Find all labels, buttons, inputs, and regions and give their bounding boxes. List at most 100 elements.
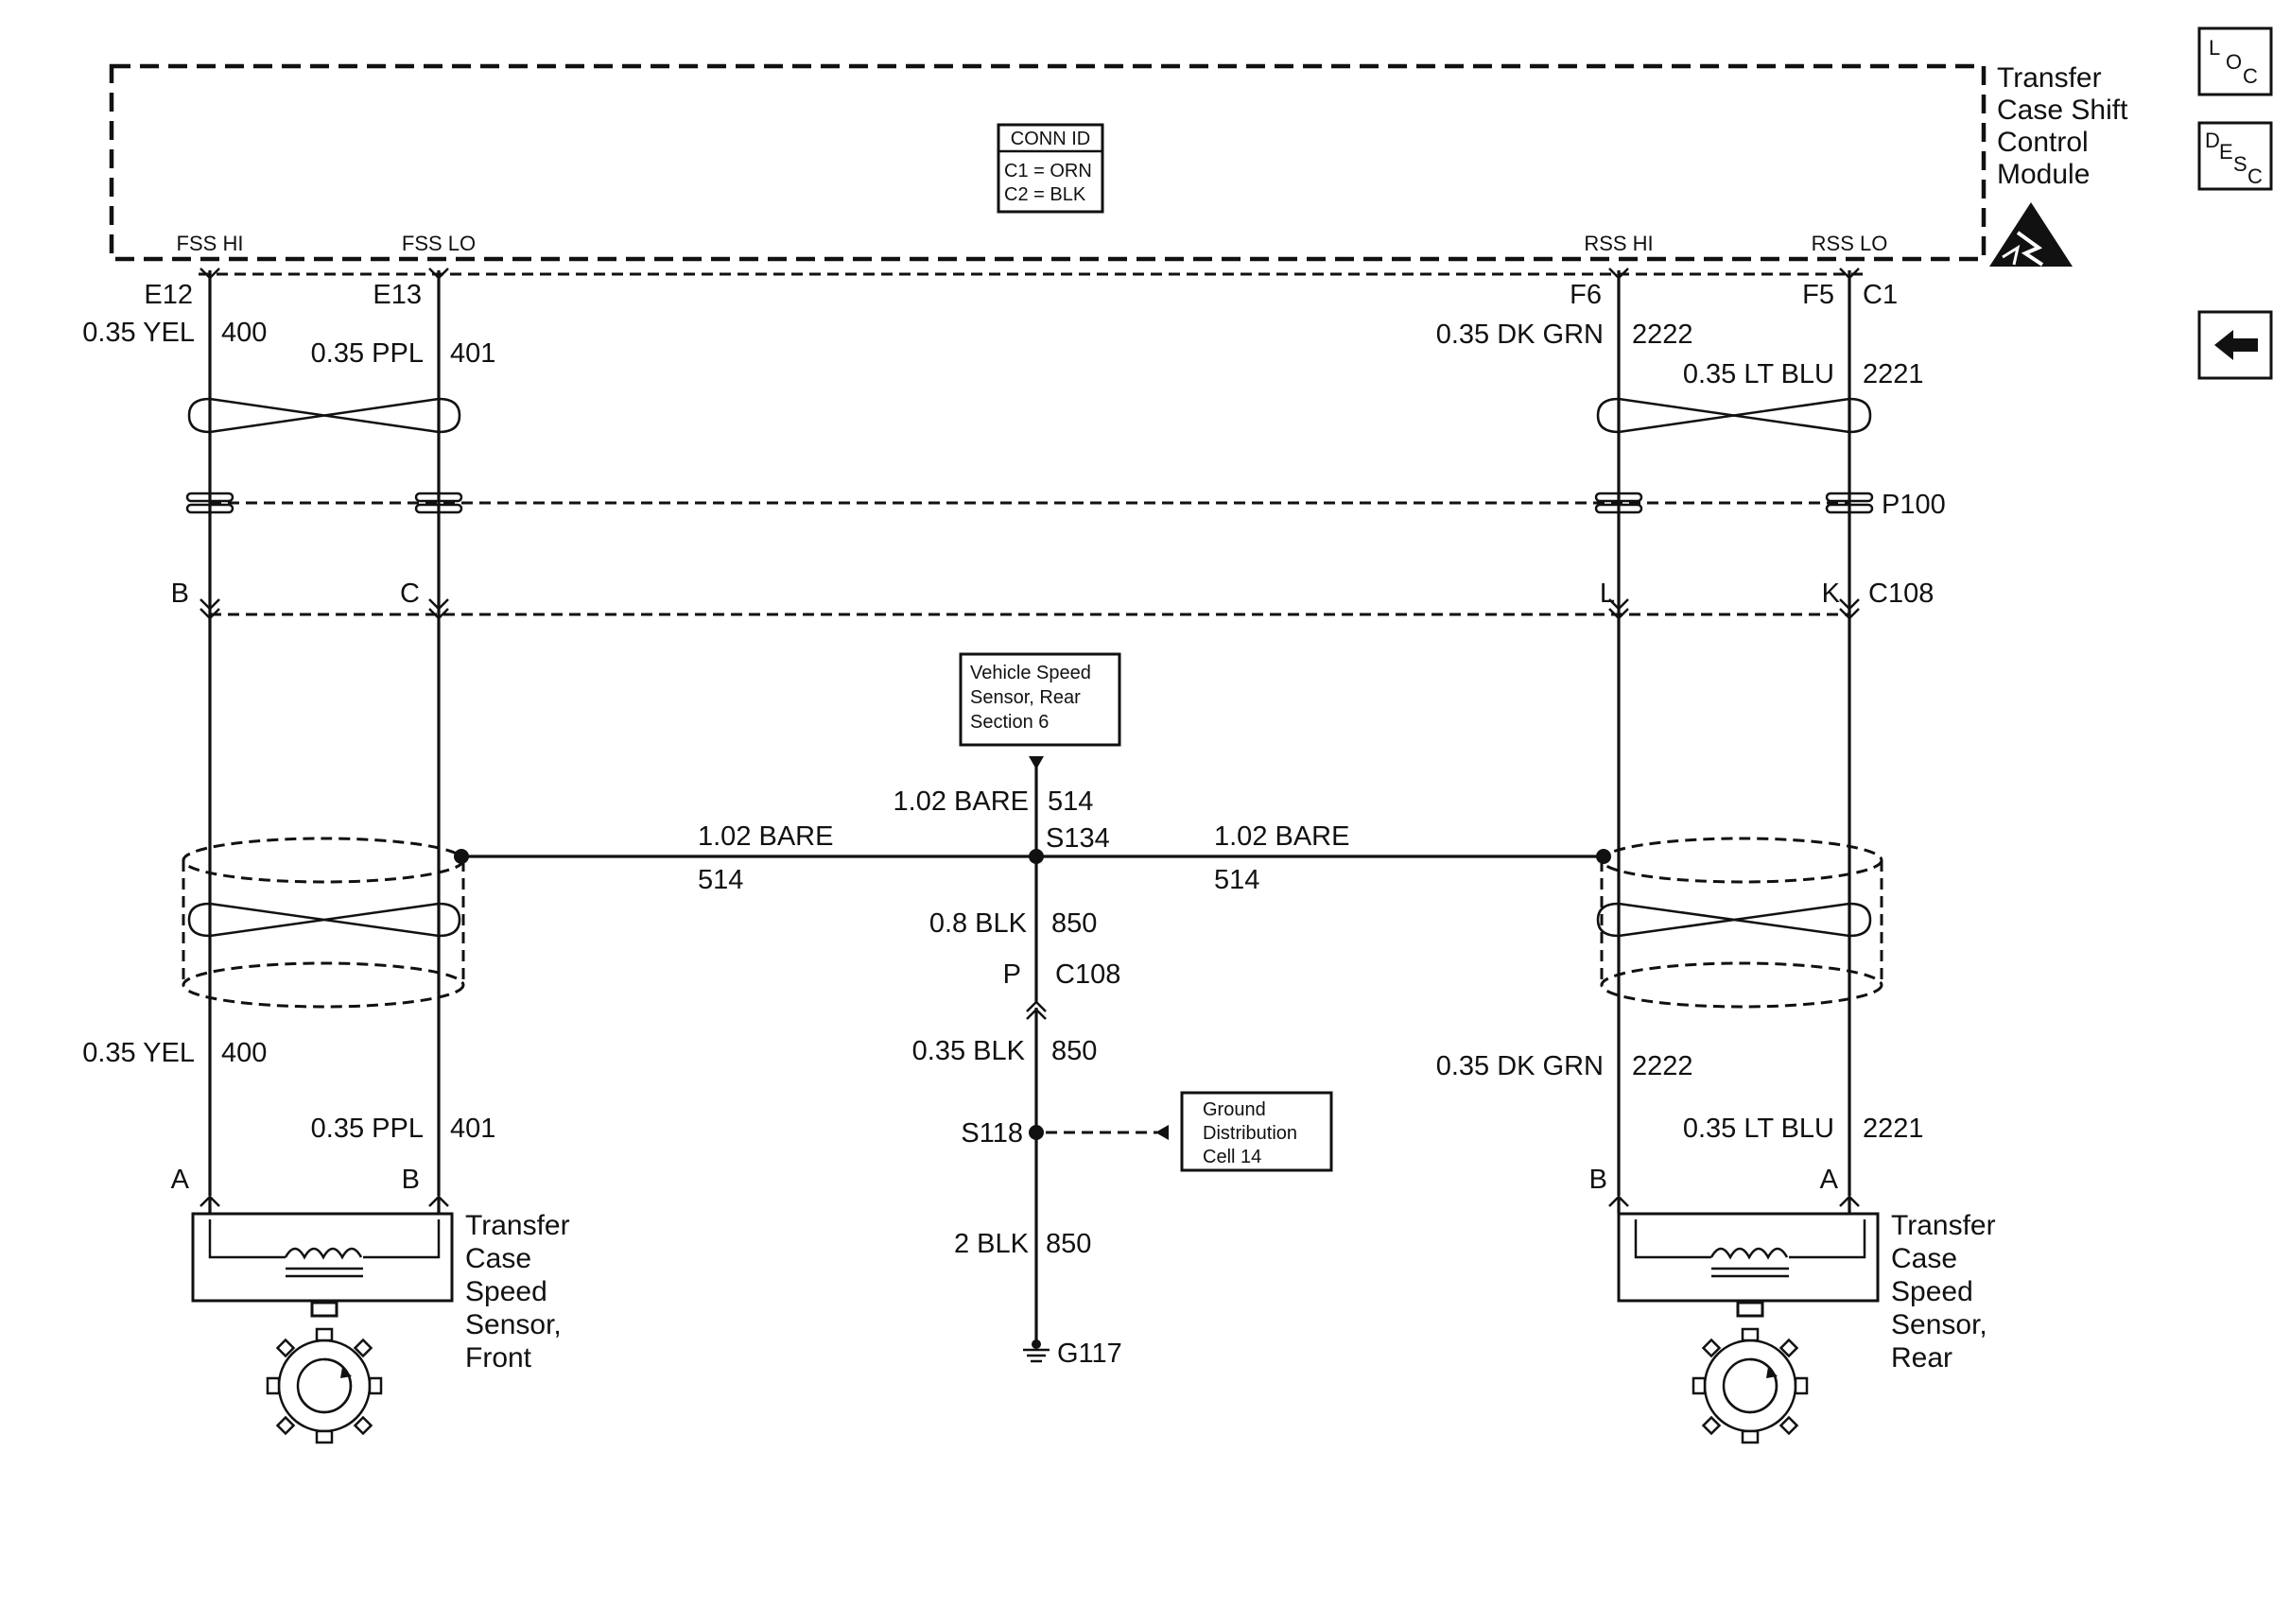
ground-ref-line-1: Ground	[1203, 1099, 1266, 1120]
module-name-line-3: Control	[1997, 127, 2089, 158]
ground-ref-line-2: Distribution	[1203, 1123, 1297, 1144]
pin-signal-rss-hi: RSS HI	[1584, 232, 1653, 255]
vss-ref-line-1: Vehicle Speed	[970, 663, 1091, 683]
c108-lower-terminal	[1026, 1000, 1047, 1020]
pin-cavity-e13: E13	[373, 280, 422, 310]
sensor-terminals	[200, 1195, 1860, 1207]
rear-speed-sensor	[1617, 1212, 1880, 1318]
p100-label: P100	[1882, 490, 1946, 520]
splice-s134-dot	[1029, 849, 1044, 864]
back-arrow-button[interactable]	[2197, 310, 2273, 380]
desc-letter-e: E	[2219, 140, 2233, 164]
rear-sensor-pin-b: B	[1589, 1165, 1607, 1195]
front-sensor-label-2: Case	[465, 1243, 531, 1274]
loc-letter-o: O	[2226, 50, 2242, 74]
conn-id-c2: C2 = BLK	[1004, 184, 1086, 205]
ground-seg2-color: 0.35 BLK	[912, 1036, 1026, 1066]
drain-right-circuit: 514	[1214, 865, 1259, 895]
pin-cavity-e12: E12	[144, 280, 193, 310]
front-sensor-label: Transfer Case Speed Sensor, Front	[465, 1210, 570, 1373]
ground-symbol-icon	[1023, 1348, 1050, 1363]
c108-label: C108	[1868, 579, 1934, 609]
c108-pin-l: L	[1600, 579, 1615, 609]
desc-button[interactable]: D E S C	[2197, 121, 2273, 191]
loc-letter-c: C	[2243, 64, 2258, 88]
conn-id-c1: C1 = ORN	[1004, 161, 1092, 181]
c108-pin-k: K	[1822, 579, 1841, 609]
front-sensor-pin-a: A	[171, 1165, 190, 1195]
module-name: Transfer Case Shift Control Module	[1997, 62, 2128, 190]
c108-lower-label: C108	[1055, 959, 1120, 990]
wire-2222-color: 0.35 DK GRN	[1436, 320, 1604, 350]
conn-id-title: CONN ID	[1011, 129, 1090, 149]
wire-2221-lower-color: 0.35 LT BLU	[1683, 1114, 1834, 1144]
wire-400-lower-circuit: 400	[221, 1038, 267, 1068]
rear-sensor-label-3: Speed	[1891, 1276, 1973, 1307]
ground-seg1-circuit: 850	[1051, 908, 1097, 939]
loc-button[interactable]: L O C	[2197, 26, 2273, 96]
front-sensor-pin-b: B	[402, 1165, 420, 1195]
ground-g117: G117	[1057, 1339, 1122, 1369]
ground-seg3-circuit: 850	[1046, 1229, 1091, 1259]
rear-sensor-pin-a: A	[1820, 1165, 1839, 1195]
drain-vertical-circuit: 514	[1048, 786, 1093, 817]
vss-ref-arrow	[1029, 756, 1044, 769]
wire-400-color: 0.35 YEL	[82, 318, 195, 348]
wire-2221-lower-circuit: 2221	[1863, 1114, 1924, 1144]
wire-2222-lower-circuit: 2222	[1632, 1051, 1693, 1081]
esd-warning-icon	[1989, 202, 2073, 267]
front-sensor-label-1: Transfer	[465, 1210, 570, 1241]
c108-pin-b: B	[171, 579, 189, 609]
vss-ref-line-2: Sensor, Rear	[970, 687, 1081, 708]
front-speed-sensor	[191, 1212, 454, 1318]
c108-pin-c: C	[400, 579, 420, 609]
wire-2221-color: 0.35 LT BLU	[1683, 359, 1834, 389]
pin-cavity-f6: F6	[1570, 280, 1602, 310]
wire-401-color: 0.35 PPL	[311, 338, 424, 369]
splice-s134: S134	[1046, 823, 1110, 854]
back-arrow-icon	[2214, 330, 2258, 360]
drain-left-circuit: 514	[698, 865, 743, 895]
p100-terminals	[185, 492, 1874, 514]
conn-id-box: CONN ID C1 = ORN C2 = BLK	[997, 123, 1104, 214]
splice-s118-dot	[1029, 1125, 1044, 1140]
drain-left-color: 1.02 BARE	[698, 821, 833, 852]
wire-2222-circuit: 2222	[1632, 320, 1693, 350]
c108-lower-pin-p: P	[1003, 959, 1021, 990]
wire-401-lower-circuit: 401	[450, 1114, 495, 1144]
wire-400-circuit: 400	[221, 318, 267, 348]
rear-reluctor-wheel-icon	[1692, 1327, 1809, 1444]
ground-distribution-ref-box: Ground Distribution Cell 14	[1180, 1091, 1333, 1172]
wire-401-lower-color: 0.35 PPL	[311, 1114, 424, 1144]
pin-cavity-f5: F5	[1802, 280, 1834, 310]
desc-letter-d: D	[2205, 129, 2220, 152]
twisted-pair-front-upper	[187, 397, 461, 434]
front-sensor-label-5: Front	[465, 1342, 532, 1373]
twisted-pair-rear-upper	[1596, 397, 1872, 434]
pin-signal-fss-hi: FSS HI	[177, 232, 244, 255]
splice-s118: S118	[961, 1118, 1023, 1149]
twisted-pair-front-lower	[187, 902, 461, 938]
wire-401-circuit: 401	[450, 338, 495, 369]
desc-letter-s: S	[2233, 152, 2247, 176]
front-sensor-label-3: Speed	[465, 1276, 547, 1307]
c108-terminals	[200, 598, 1860, 620]
rear-sensor-label-5: Rear	[1891, 1342, 1952, 1373]
module-name-line-2: Case Shift	[1997, 95, 2128, 126]
wire-2221-circuit: 2221	[1863, 359, 1924, 389]
twisted-pair-rear-lower	[1596, 902, 1872, 938]
rear-sensor-label-4: Sensor,	[1891, 1309, 1987, 1340]
vss-rear-reference-box: Vehicle Speed Sensor, Rear Section 6	[959, 652, 1121, 747]
rear-sensor-label: Transfer Case Speed Sensor, Rear	[1891, 1210, 1996, 1373]
rear-sensor-label-2: Case	[1891, 1243, 1957, 1274]
desc-letter-c: C	[2247, 164, 2263, 188]
module-name-line-1: Transfer	[1997, 62, 2102, 94]
pin-signal-fss-lo: FSS LO	[402, 232, 476, 255]
module-name-line-4: Module	[1997, 159, 2090, 190]
rear-sensor-label-1: Transfer	[1891, 1210, 1996, 1241]
loc-letter-l: L	[2209, 36, 2220, 60]
shield-rear	[1600, 837, 1883, 1009]
connector-c1: C1	[1863, 280, 1898, 310]
ground-seg2-circuit: 850	[1051, 1036, 1097, 1066]
